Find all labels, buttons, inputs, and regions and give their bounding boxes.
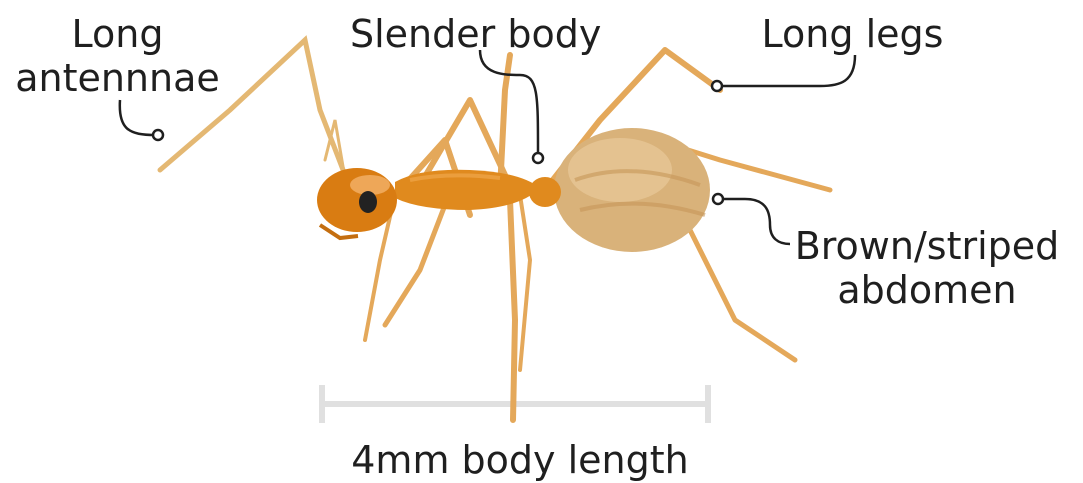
callout-legs	[712, 55, 855, 91]
callout-abdomen	[713, 194, 790, 244]
callout-antennae	[120, 100, 163, 140]
ant-antennae	[160, 40, 345, 178]
ant-eye	[359, 191, 377, 213]
